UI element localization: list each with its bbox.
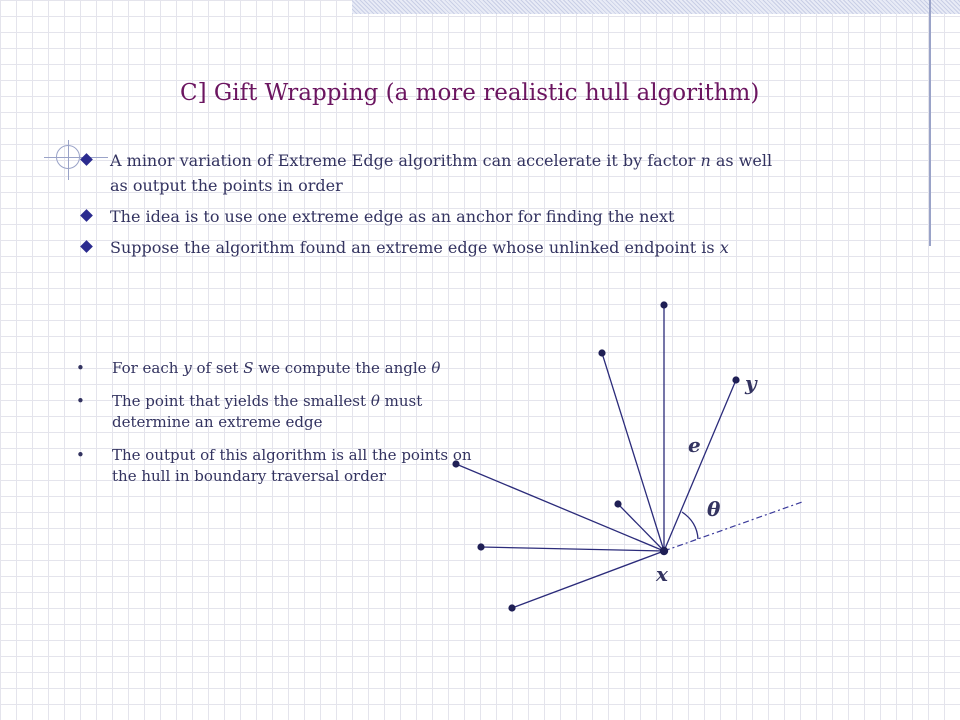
dot-bullet-icon: • (76, 392, 85, 410)
point-top (660, 301, 668, 309)
edge-to-inner-point (617, 503, 665, 552)
bullet-3-text-pre: Suppose the algorithm found an extreme e… (110, 238, 720, 257)
point-y (732, 376, 740, 384)
point-bottom (508, 604, 516, 612)
sub-bullet-list: • For each y of set S we compute the ang… (74, 358, 474, 499)
bullet-2-text: The idea is to use one extreme edge as a… (110, 207, 675, 226)
sub-bullet-1-pre: For each (112, 359, 184, 377)
point-upper-left (598, 349, 606, 357)
sub-bullet-1-mid: of set (191, 359, 244, 377)
label-y: y (744, 371, 758, 395)
sub-bullet-2-pre: The point that yields the smallest (112, 392, 371, 410)
sub-bullet-3: • The output of this algorithm is all th… (74, 445, 474, 487)
edge-to-upper-left-point (601, 352, 665, 552)
crosshair-vertical-line (68, 140, 69, 180)
slide-title: C] Gift Wrapping (a more realistic hull … (180, 80, 760, 106)
previous-edge-extension-dashed (663, 501, 803, 552)
bullet-1-text-post: as well as output the points in order (110, 151, 773, 195)
point-left (452, 460, 460, 468)
bullet-1-math-n: n (700, 151, 711, 170)
sub-bullet-1-math-theta: θ (431, 359, 441, 377)
right-decor-rule (929, 0, 931, 246)
candidate-edges (455, 305, 737, 609)
edge-e-to-point-y (663, 379, 737, 552)
edge-to-lower-left-point (480, 546, 665, 552)
dot-bullet-icon: • (76, 446, 85, 464)
edge-to-bottom-point (511, 550, 665, 609)
theta-angle-arc (681, 511, 699, 540)
points (452, 301, 740, 612)
top-decor-band (352, 0, 960, 14)
label-e: e (688, 433, 701, 457)
edge-to-left-point (455, 463, 665, 552)
label-theta: θ (707, 497, 721, 521)
sub-bullet-1-mid2: we compute the angle (253, 359, 432, 377)
sub-bullet-1: • For each y of set S we compute the ang… (74, 358, 474, 379)
bullet-1-text-pre: A minor variation of Extreme Edge algori… (110, 151, 701, 170)
point-lower-left (477, 543, 485, 551)
main-bullet-3: Suppose the algorithm found an extreme e… (76, 235, 776, 260)
sub-bullet-1-math-y: y (183, 359, 192, 377)
bullet-3-math-x: x (719, 238, 729, 257)
crosshair-horizontal-line (44, 157, 108, 158)
sub-bullet-1-math-s: S (243, 359, 254, 377)
main-bullet-2: The idea is to use one extreme edge as a… (76, 204, 776, 229)
dot-bullet-icon: • (76, 359, 85, 377)
sub-bullet-2: • The point that yields the smallest θ m… (74, 391, 474, 433)
point-x (659, 546, 669, 556)
sub-bullet-2-post: must determine an extreme edge (112, 392, 423, 431)
main-bullet-list: A minor variation of Extreme Edge algori… (76, 148, 776, 266)
sub-bullet-3-text: The output of this algorithm is all the … (112, 446, 472, 485)
sub-bullet-2-math-theta: θ (370, 392, 380, 410)
point-inner (614, 500, 622, 508)
label-x: x (655, 562, 669, 586)
main-bullet-1: A minor variation of Extreme Edge algori… (76, 148, 776, 198)
